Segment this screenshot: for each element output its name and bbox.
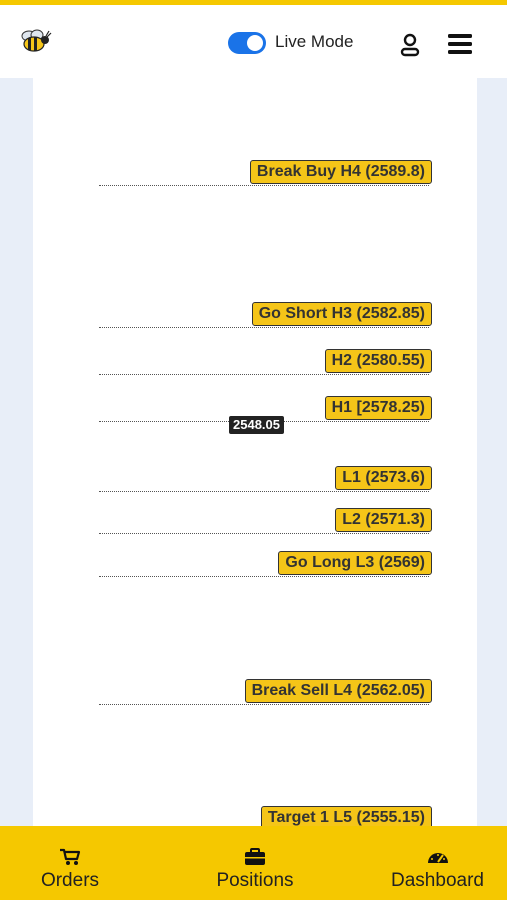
current-price-tag: 2548.05	[229, 416, 284, 434]
level-line-l2	[99, 533, 429, 534]
nav-positions-label: Positions	[216, 870, 294, 891]
user-icon[interactable]	[399, 32, 421, 58]
level-label-l2: L2 (2571.3)	[335, 508, 432, 532]
level-label-break-buy-h4: Break Buy H4 (2589.8)	[249, 160, 432, 184]
level-line-h2	[99, 374, 429, 375]
level-label-h1: H1 [2578.25)	[324, 396, 432, 420]
level-line-l1	[99, 491, 429, 492]
level-label-l1: L1 (2573.6)	[335, 466, 432, 490]
price-levels-chart: Break Buy H4 (2589.8) Go Short H3 (2582.…	[33, 78, 477, 826]
level-line-l4	[99, 704, 429, 705]
level-line-l3	[99, 576, 429, 577]
left-margin-panel	[0, 78, 33, 826]
app-header: Live Mode	[0, 5, 507, 78]
level-label-h2: H2 (2580.55)	[324, 349, 432, 373]
nav-positions[interactable]: Positions	[200, 826, 310, 900]
level-line-h4	[99, 185, 429, 186]
hamburger-menu-icon[interactable]	[447, 32, 473, 56]
briefcase-icon	[245, 848, 265, 865]
nav-orders-label: Orders	[40, 870, 100, 891]
speedometer-icon	[427, 853, 448, 863]
level-label-go-long-l3: Go Long L3 (2569)	[278, 551, 432, 575]
top-accent-strip	[0, 0, 507, 5]
cart-icon	[60, 848, 81, 865]
level-label-go-short-h3: Go Short H3 (2582.85)	[251, 302, 432, 326]
live-mode-label: Live Mode	[275, 32, 354, 51]
toggle-knob	[247, 35, 263, 51]
level-line-h3	[99, 327, 429, 328]
level-label-break-sell-l4: Break Sell L4 (2562.05)	[244, 679, 432, 703]
live-mode-toggle[interactable]	[228, 32, 266, 54]
nav-dashboard[interactable]: Dashboard	[380, 826, 495, 900]
nav-orders[interactable]: Orders	[30, 826, 110, 900]
nav-dashboard-label: Dashboard	[391, 870, 484, 891]
bee-logo-icon[interactable]	[18, 27, 52, 55]
right-margin-panel	[477, 78, 507, 826]
level-label-target1-l5: Target 1 L5 (2555.15)	[260, 806, 432, 826]
bottom-navigation: Orders Positions Dashboard	[0, 826, 507, 900]
